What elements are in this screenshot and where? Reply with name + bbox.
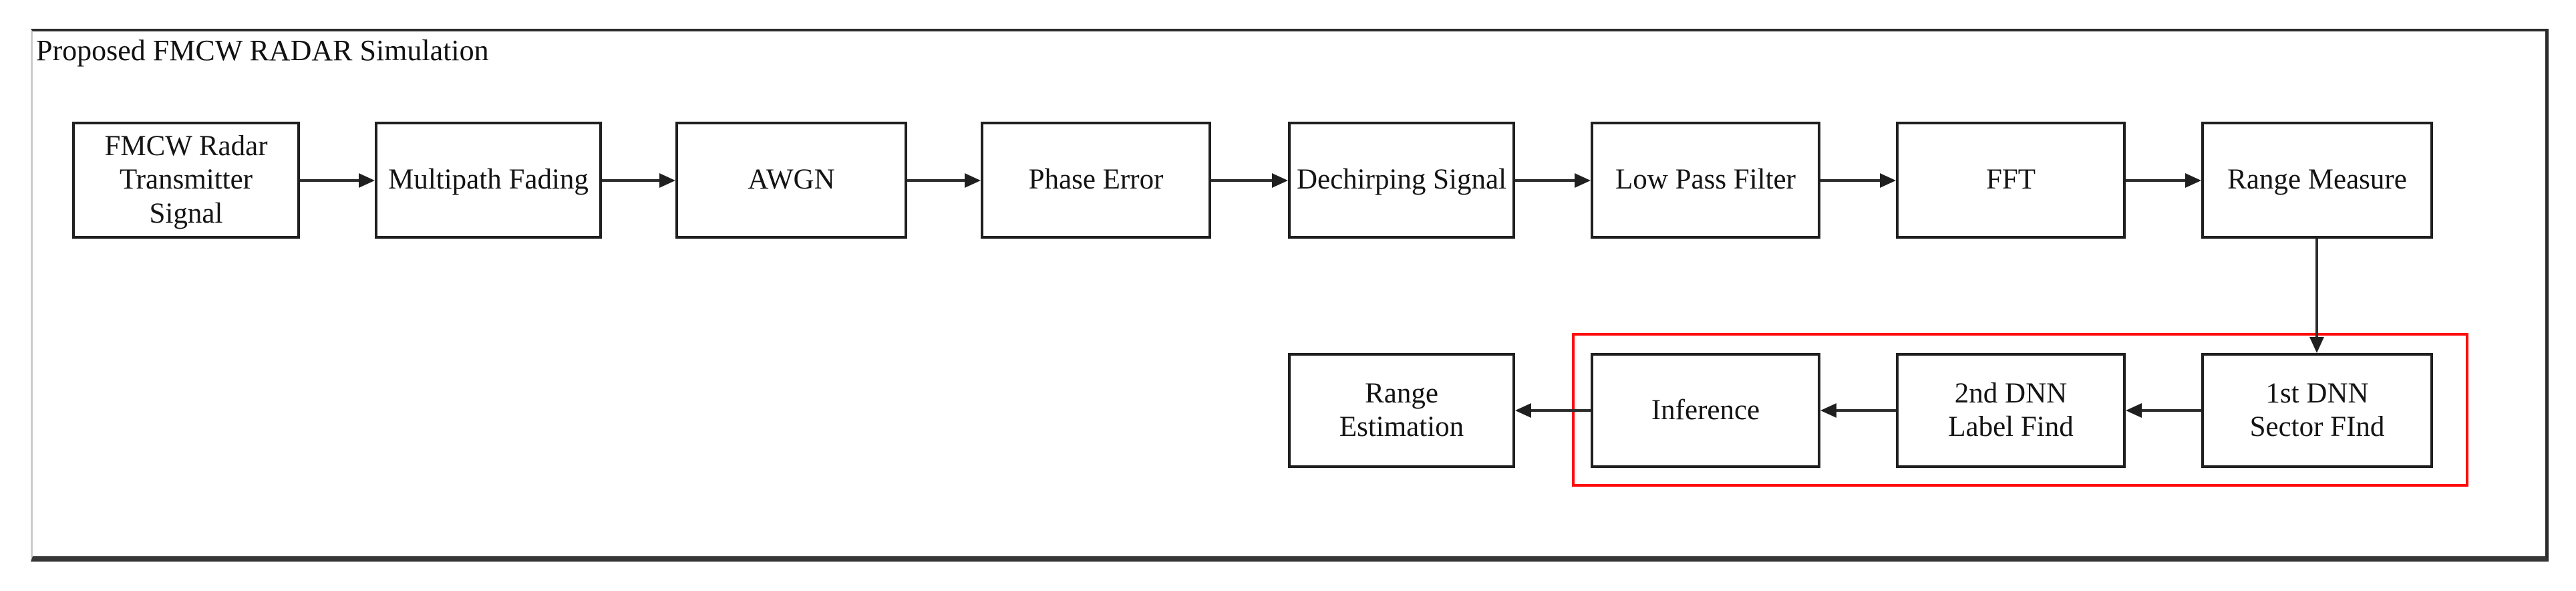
node-label: FFT [1985,164,2036,196]
node-label: Phase Error [1028,164,1164,196]
node-label: Range Measure [2227,164,2407,196]
node-label: 1st DNN Sector FInd [2249,377,2385,443]
node-label: Low Pass Filter [1615,164,1796,196]
node-label: Multipath Fading [388,164,589,196]
node-1st-dnn-sector-find: 1st DNN Sector FInd [2201,353,2433,468]
arrow-dechirp-to-lpf-head-icon [1575,173,1591,188]
node-awgn: AWGN [675,122,907,239]
node-label: Range Estimation [1339,377,1464,443]
node-fft: FFT [1896,122,2126,239]
arrow-dechirp-to-lpf-line [1515,179,1577,182]
arrow-rangemeasure-to-dnn1-line [2315,239,2318,340]
node-dechirping-signal: Dechirping Signal [1288,122,1515,239]
node-multipath-fading: Multipath Fading [375,122,602,239]
node-inference: Inference [1591,353,1820,468]
arrow-fmcw-to-multipath-line [300,179,361,182]
diagram-title: Proposed FMCW RADAR Simulation [36,34,489,67]
node-2nd-dnn-label-find: 2nd DNN Label Find [1896,353,2126,468]
arrow-fmcw-to-multipath-head-icon [359,173,375,188]
arrow-dnn1-to-dnn2-head-icon [2126,403,2142,418]
node-range-measure: Range Measure [2201,122,2433,239]
node-range-estimation: Range Estimation [1288,353,1515,468]
arrow-inference-to-rangeestimation-line [1528,409,1591,412]
node-label: Dechirping Signal [1296,164,1507,196]
node-phase-error: Phase Error [981,122,1211,239]
arrow-dnn2-to-inference-line [1834,409,1896,412]
arrow-lpf-to-fft-line [1820,179,1883,182]
arrow-dnn1-to-dnn2-line [2139,409,2201,412]
node-low-pass-filter: Low Pass Filter [1591,122,1820,239]
arrow-multipath-to-awgn-line [602,179,662,182]
node-label: AWGN [748,164,835,196]
arrow-phase-to-dechirp-head-icon [1272,173,1288,188]
node-label: FMCW Radar Transmitter Signal [104,130,268,229]
arrow-fft-to-rangemeasure-head-icon [2185,173,2201,188]
node-label: Inference [1651,394,1760,426]
arrow-lpf-to-fft-head-icon [1880,173,1896,188]
arrow-fft-to-rangemeasure-line [2126,179,2188,182]
arrow-inference-to-rangeestimation-head-icon [1515,403,1531,418]
arrow-rangemeasure-to-dnn1-head-icon [2309,337,2324,353]
node-fmcw-radar-transmitter-signal: FMCW Radar Transmitter Signal [72,122,300,239]
arrow-multipath-to-awgn-head-icon [659,173,675,188]
node-label: 2nd DNN Label Find [1948,377,2074,443]
arrow-dnn2-to-inference-head-icon [1820,403,1836,418]
diagram-frame [31,29,2549,562]
arrow-phase-to-dechirp-line [1211,179,1275,182]
arrow-awgn-to-phase-head-icon [965,173,981,188]
arrow-awgn-to-phase-line [907,179,967,182]
